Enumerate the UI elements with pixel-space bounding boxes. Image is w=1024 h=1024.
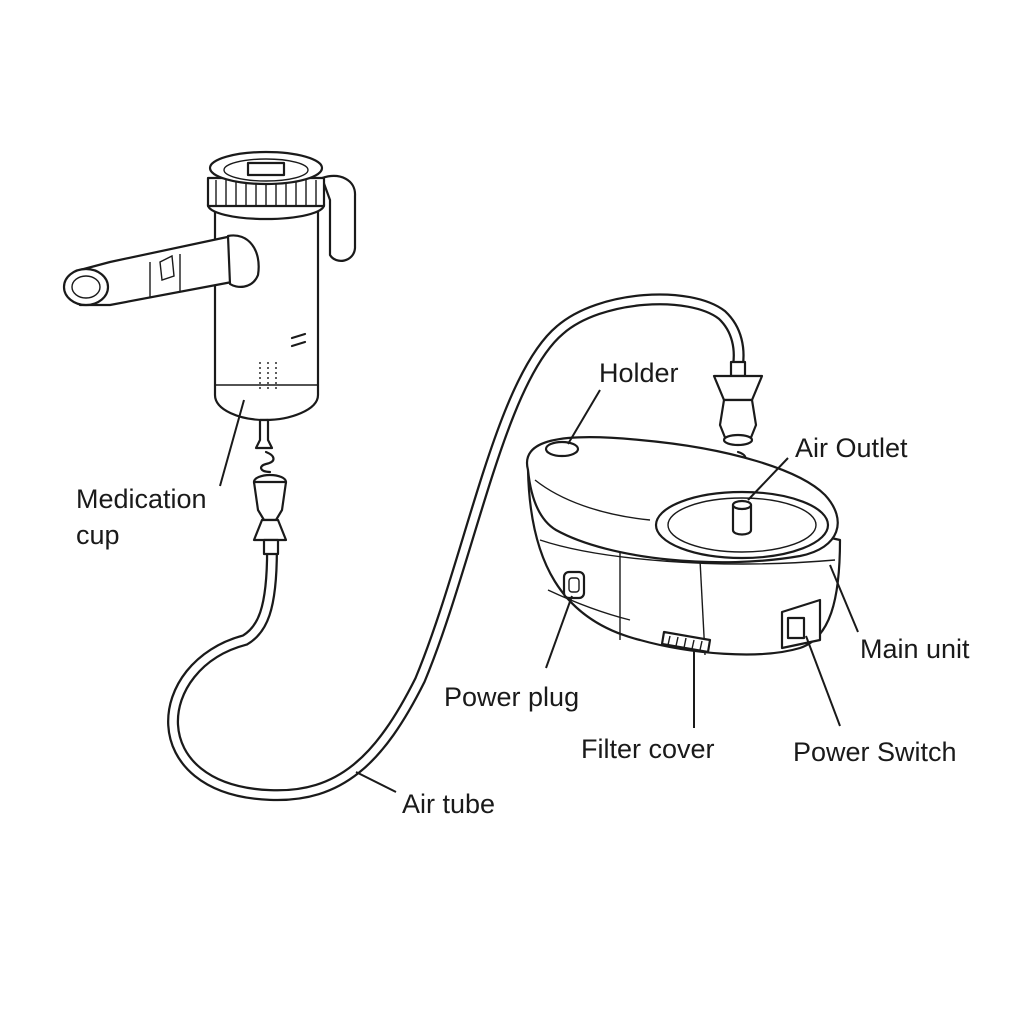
tube-connector-unit	[712, 360, 764, 486]
label-power-switch: Power Switch	[793, 737, 957, 767]
label-power-plug: Power plug	[444, 682, 580, 712]
tube-connector-cup	[252, 473, 288, 556]
label-air-tube: Air tube	[402, 789, 496, 819]
leader-power-plug	[545, 595, 573, 669]
leader-air-outlet	[747, 457, 789, 501]
label-air-outlet: Air Outlet	[795, 433, 908, 463]
label-main-unit: Main unit	[860, 634, 970, 664]
label-medication-cup-line1: Medication	[76, 484, 207, 514]
leader-medication-cup	[219, 399, 245, 487]
main-unit	[525, 435, 842, 656]
medication-cup	[62, 150, 357, 474]
air-tube	[167, 293, 745, 802]
leader-air-tube	[355, 771, 397, 793]
leader-power-switch	[805, 635, 841, 727]
label-filter-cover: Filter cover	[581, 734, 715, 764]
label-holder: Holder	[599, 358, 679, 388]
label-medication-cup-line2: cup	[76, 520, 120, 550]
leader-holder	[567, 389, 601, 445]
leader-main-unit	[829, 564, 859, 633]
leader-lines	[219, 389, 859, 793]
